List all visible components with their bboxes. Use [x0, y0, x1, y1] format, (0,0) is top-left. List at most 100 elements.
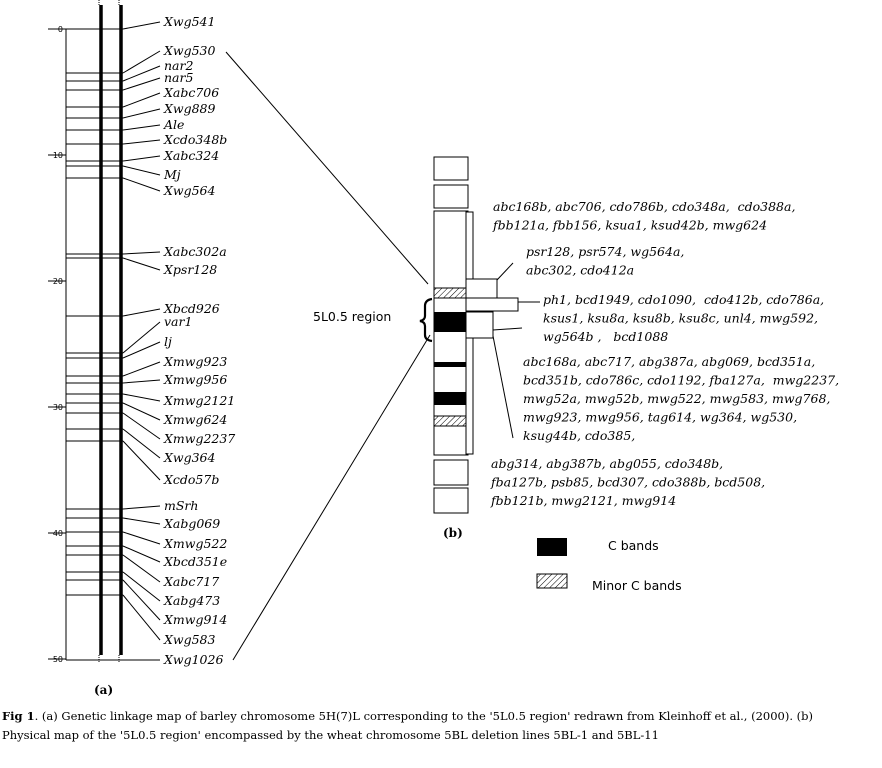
leader-line — [496, 262, 514, 281]
minor-c-band — [433, 415, 469, 427]
marker-leader-line — [122, 379, 161, 384]
marker-group-line: wg564b , bcd1088 — [543, 329, 668, 344]
marker-leader-line — [122, 554, 161, 583]
marker-leader-line — [122, 308, 161, 317]
marker-label: Xabg473 — [163, 593, 220, 608]
marker-label: Xmwg2237 — [163, 431, 235, 446]
chromosome-segment — [433, 184, 469, 209]
legend-minor-c-bands: Minor C bands — [592, 578, 682, 593]
marker-leader-line — [122, 165, 161, 176]
marker-label: Xmwg923 — [163, 354, 227, 369]
marker-group-line: fbb121a, fbb156, ksua1, ksud42b, mwg624 — [492, 218, 767, 233]
marker-leader-line — [122, 92, 161, 108]
figure-caption: Fig 1. (a) Genetic linkage map of barley… — [2, 707, 862, 745]
bin-box — [465, 297, 519, 312]
marker-label: Xmwg624 — [163, 412, 227, 427]
marker-label: Mj — [163, 167, 181, 182]
chromosome-segment — [433, 487, 469, 514]
marker-leader-line — [122, 428, 161, 459]
marker-group-line: mwg52a, mwg52b, mwg522, mwg583, mwg768, — [523, 391, 830, 406]
marker-label: nar5 — [164, 70, 193, 85]
marker-leader-line — [122, 571, 161, 602]
marker-group-line: abg314, abg387b, abg055, cdo348b, — [491, 456, 723, 471]
marker-label: Xbcd351e — [163, 554, 227, 569]
marker-label: var1 — [164, 314, 192, 329]
marker-label: Xmwg956 — [163, 372, 227, 387]
connector-top — [225, 51, 429, 285]
marker-leader-line — [122, 65, 161, 82]
marker-group-line: psr128, psr574, wg564a, — [526, 244, 684, 259]
marker-leader-line — [122, 361, 161, 377]
marker-leader-line — [122, 251, 161, 255]
marker-label: Xwg530 — [163, 43, 216, 58]
region-label: 5L0.5 region — [313, 309, 391, 324]
marker-list: Xwg541Xwg530nar2nar5Xabc706Xwg889AleXcdo… — [66, 14, 235, 667]
scale-tick-label: 30 — [53, 403, 63, 412]
marker-label: Xmwg2121 — [163, 393, 235, 408]
marker-label: Xwg583 — [163, 632, 216, 647]
marker-leader-line — [122, 402, 161, 421]
scale-tick-label: 40 — [53, 529, 63, 538]
marker-label: Xcdo57b — [163, 472, 219, 487]
panel-a-label: (a) — [94, 683, 113, 697]
marker-leader-line — [122, 341, 161, 359]
marker-leader-line — [122, 321, 161, 354]
marker-leader-line — [122, 393, 161, 402]
marker-label: Xwg889 — [163, 101, 216, 116]
chromosome-main-segment — [433, 210, 469, 456]
legend: C bands Minor C bands — [536, 538, 682, 593]
marker-label: nar2 — [164, 58, 193, 73]
region-brace — [419, 297, 433, 343]
marker-label: Xbcd926 — [163, 301, 220, 316]
marker-label: Xpsr128 — [163, 262, 217, 277]
chromosome-segment — [433, 156, 469, 181]
caption-text: . (a) Genetic linkage map of barley chro… — [2, 709, 813, 742]
marker-leader-line — [122, 77, 161, 91]
legend-c-band-swatch — [537, 538, 567, 556]
marker-leader-line — [122, 505, 161, 510]
marker-group-line: fba127b, psb85, bcd307, cdo388b, bcd508, — [490, 475, 765, 490]
legend-minor-c-band-swatch — [536, 573, 568, 589]
marker-label: Xabc324 — [163, 148, 219, 163]
marker-group-line: fbb121b, mwg2121, mwg914 — [490, 493, 676, 508]
marker-leader-line — [122, 108, 161, 119]
scale-tick-label: 10 — [53, 151, 63, 160]
marker-leader-line — [122, 517, 161, 525]
marker-group-line: abc302, cdo412a — [526, 263, 634, 278]
scale-tick-label: 0 — [58, 25, 63, 34]
bin-box — [465, 278, 498, 300]
leader-line — [492, 335, 514, 439]
marker-leader-line — [122, 21, 161, 30]
marker-leader-line — [122, 50, 161, 74]
caption-fig-label: Fig 1 — [2, 709, 35, 723]
marker-leader-line — [122, 440, 161, 481]
marker-label: mSrh — [164, 498, 198, 513]
c-band — [434, 362, 468, 367]
marker-group-line: abc168b, abc706, cdo786b, cdo348a, cdo38… — [493, 199, 795, 214]
marker-leader-line — [122, 412, 161, 440]
legend-c-bands: C bands — [608, 538, 659, 553]
marker-group-line: bcd351b, cdo786c, cdo1192, fba127a, mwg2… — [523, 373, 839, 388]
marker-label: Xabg069 — [163, 516, 220, 531]
marker-leader-line — [122, 155, 161, 162]
leader-line — [492, 327, 523, 331]
panel-b-label: (b) — [443, 526, 463, 540]
marker-leader-line — [122, 545, 161, 563]
marker-label: lj — [164, 334, 172, 349]
marker-leader-line — [122, 139, 161, 145]
c-band — [434, 312, 468, 332]
connector-bottom — [232, 334, 431, 661]
marker-label: Xmwg914 — [163, 612, 227, 627]
marker-label: Xwg564 — [163, 183, 216, 198]
marker-label: Xmwg522 — [163, 536, 227, 551]
marker-label: Xcdo348b — [163, 132, 227, 147]
marker-leader-line — [122, 594, 161, 641]
marker-label: Xwg541 — [163, 14, 215, 29]
minor-c-band — [433, 287, 469, 299]
marker-label: Xabc706 — [163, 85, 219, 100]
bin-box — [465, 311, 494, 339]
marker-group-line: ph1, bcd1949, cdo1090, cdo412b, cdo786a, — [543, 292, 824, 307]
